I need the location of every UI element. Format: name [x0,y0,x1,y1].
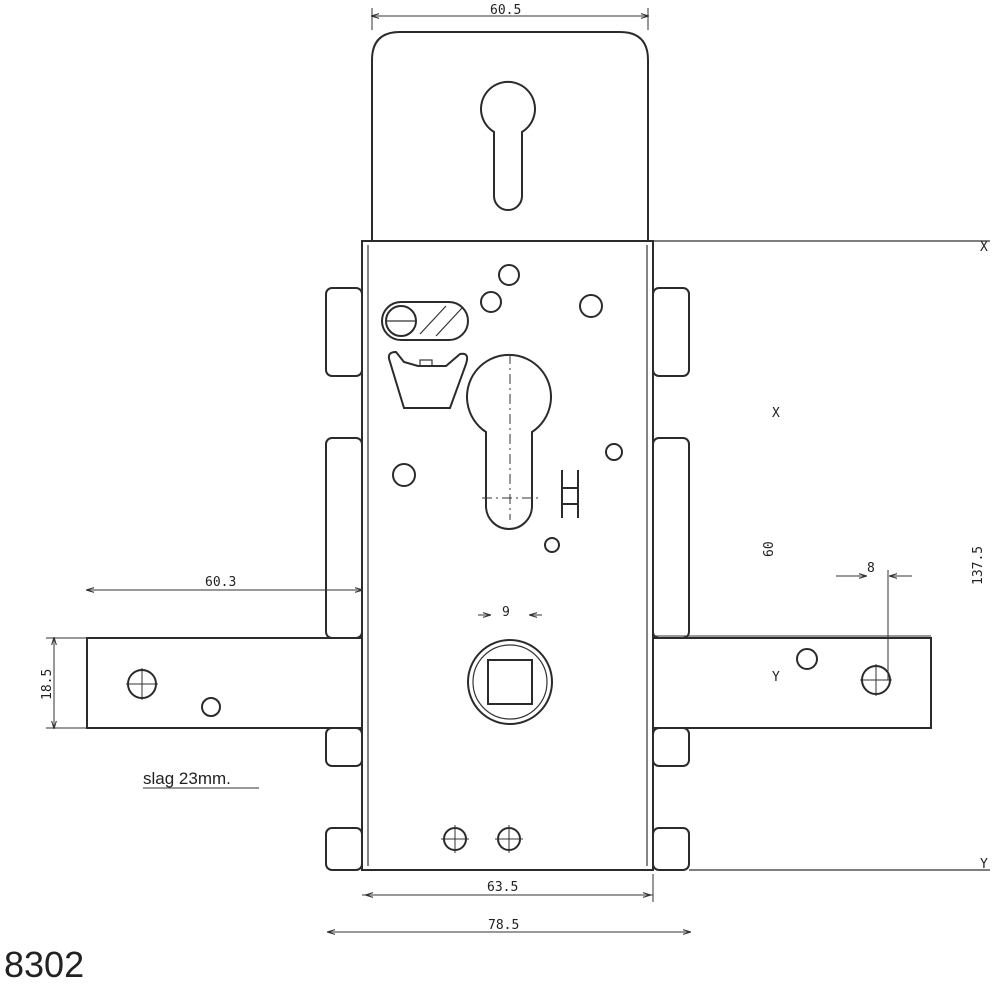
dim-label-top-width: 60.5 [490,3,521,18]
spindle-square [487,659,533,705]
left-bolt-bar [86,637,363,729]
top-plate [371,31,649,241]
left-tab-4 [325,827,363,871]
lock-technical-drawing: 60.5 60.3 18.5 9 8 137.5 60 63.5 78.5 X … [40,3,990,940]
dim-label-bar-height: 18.5 [40,669,55,700]
dim-label-left-offset: 60.3 [205,575,236,590]
ref-label-y-edge: Y [980,857,988,872]
left-tab-1 [325,287,363,377]
bracket-pin [419,359,433,367]
dim-label-overall-width: 78.5 [488,918,519,933]
ref-label-x-mid: X [772,406,780,421]
left-tab-3 [325,727,363,767]
follower-outer [467,639,553,725]
left-tab-2 [325,437,363,639]
dim-label-spindle: 9 [502,605,510,620]
dim-label-body-width: 63.5 [487,880,518,895]
follower-inner [472,644,548,720]
dim-label-height-total: 137.5 [971,546,986,585]
spring-bracket [387,350,469,409]
product-code: 8302 [4,944,85,985]
right-tab-2 [652,437,690,639]
dim-label-bolt-offset: 8 [867,561,875,576]
mounting-holes [127,264,891,851]
right-bolt-bar [652,637,932,729]
right-tab-4 [652,827,690,871]
latch-cam [381,301,469,341]
ladder-slide [561,470,579,518]
ref-label-y-right: Y [772,670,780,685]
right-tab-3 [652,727,690,767]
right-tab-1 [652,287,690,377]
cylinder-cutout [466,353,552,530]
ref-label-x-top: X [980,240,988,255]
top-keyhole [480,80,536,211]
dim-label-center-distance: 60 [762,541,777,557]
hole-crosshairs [126,664,892,853]
backset-note: slag 23mm. [143,769,231,788]
